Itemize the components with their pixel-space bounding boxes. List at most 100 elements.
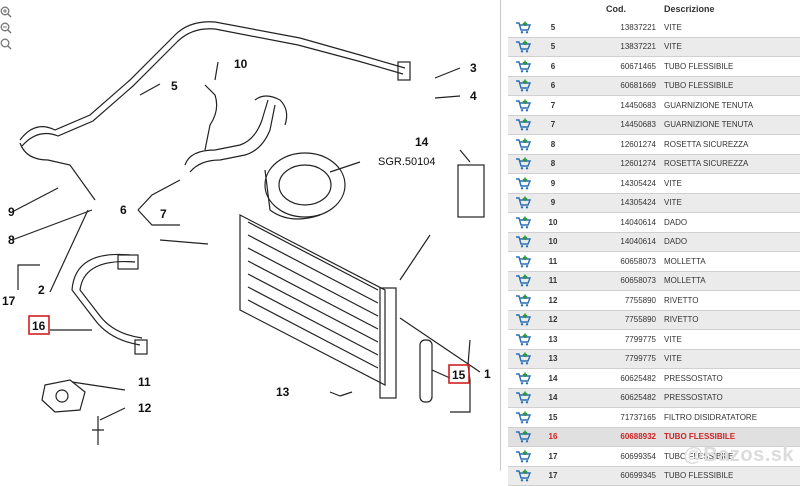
row-description: TUBO FLESSIBILE — [664, 446, 800, 467]
row-description: VITE — [664, 329, 800, 350]
callout-2: 2 — [38, 283, 45, 297]
row-number: 15 — [538, 407, 568, 428]
cart-add-icon[interactable] — [515, 60, 531, 73]
row-code: 71737165 — [568, 407, 664, 428]
cart-add-icon[interactable] — [515, 177, 531, 190]
row-description: VITE — [664, 173, 800, 194]
callout-12: 12 — [138, 401, 152, 415]
cart-add-icon[interactable] — [515, 21, 531, 34]
row-description: VITE — [664, 349, 800, 369]
cart-add-icon[interactable] — [515, 196, 531, 209]
cart-add-icon[interactable] — [515, 411, 531, 424]
table-header: Cod. Descrizione — [508, 0, 800, 18]
callout-14: 14 — [415, 135, 429, 149]
cart-add-icon[interactable] — [515, 333, 531, 346]
row-code: 12601274 — [568, 134, 664, 155]
cart-add-icon[interactable] — [515, 216, 531, 229]
zoom-out-icon[interactable] — [0, 22, 12, 34]
row-code: 13837221 — [568, 37, 664, 57]
callout-16-box[interactable] — [28, 315, 50, 335]
row-description: TUBO FLESSIBILE — [664, 466, 800, 486]
row-number: 7 — [538, 115, 568, 135]
callout-10: 10 — [234, 57, 248, 71]
cart-add-icon[interactable] — [515, 99, 531, 112]
cart-add-icon[interactable] — [515, 235, 531, 248]
callout-15-box[interactable] — [448, 364, 470, 384]
row-code: 60625482 — [568, 368, 664, 389]
watermark: @Bazos.sk — [683, 444, 794, 466]
row-number: 10 — [538, 212, 568, 233]
cart-add-icon[interactable] — [515, 391, 531, 404]
row-code: 60699354 — [568, 446, 664, 467]
row-code: 14040614 — [568, 232, 664, 252]
row-code: 7799775 — [568, 349, 664, 369]
row-description: TUBO FLESSIBILE — [664, 427, 800, 447]
row-number: 6 — [538, 56, 568, 77]
callout-6: 6 — [120, 203, 127, 217]
callout-1: 1 — [484, 367, 491, 381]
callout-15[interactable]: 15 — [452, 368, 466, 382]
cart-add-icon[interactable] — [515, 79, 531, 92]
zoom-in-icon[interactable] — [0, 6, 12, 18]
cart-add-icon[interactable] — [515, 40, 531, 53]
zoom-reset-icon[interactable] — [0, 38, 12, 50]
cart-add-icon[interactable] — [515, 274, 531, 287]
callout-11: 11 — [138, 375, 151, 389]
callout-4: 4 — [470, 89, 477, 103]
callout-16[interactable]: 16 — [32, 319, 46, 333]
cart-add-icon[interactable] — [515, 255, 531, 268]
row-description: MOLLETTA — [664, 251, 800, 272]
cart-add-icon[interactable] — [515, 157, 531, 170]
row-code: 14040614 — [568, 212, 664, 233]
cart-add-icon[interactable] — [515, 430, 531, 443]
cart-add-icon[interactable] — [515, 118, 531, 131]
callout-13: 13 — [276, 385, 290, 399]
cart-add-icon[interactable] — [515, 352, 531, 365]
cart-add-icon[interactable] — [515, 313, 531, 326]
callout-7: 7 — [160, 207, 167, 221]
part-group-label: SGR.50104 — [378, 156, 435, 168]
callout-5: 5 — [171, 79, 178, 93]
row-code: 7799775 — [568, 329, 664, 350]
row-number: 6 — [538, 76, 568, 96]
row-code: 60671465 — [568, 56, 664, 77]
cart-add-icon[interactable] — [515, 294, 531, 307]
row-description: GUARNIZIONE TENUTA — [664, 115, 800, 135]
cart-add-icon[interactable] — [515, 469, 531, 482]
cart-add-icon[interactable] — [515, 450, 531, 463]
exploded-diagram: 10 5 3 4 14 6 7 9 8 2 17 11 12 13 1 16 1… — [0, 0, 501, 471]
cart-add-icon[interactable] — [515, 372, 531, 385]
row-code: 14305424 — [568, 173, 664, 194]
row-number: 12 — [538, 290, 568, 311]
row-number: 11 — [538, 251, 568, 272]
row-number: 10 — [538, 232, 568, 252]
row-description: RIVETTO — [664, 290, 800, 311]
cart-add-icon[interactable] — [515, 138, 531, 151]
row-number: 14 — [538, 388, 568, 408]
